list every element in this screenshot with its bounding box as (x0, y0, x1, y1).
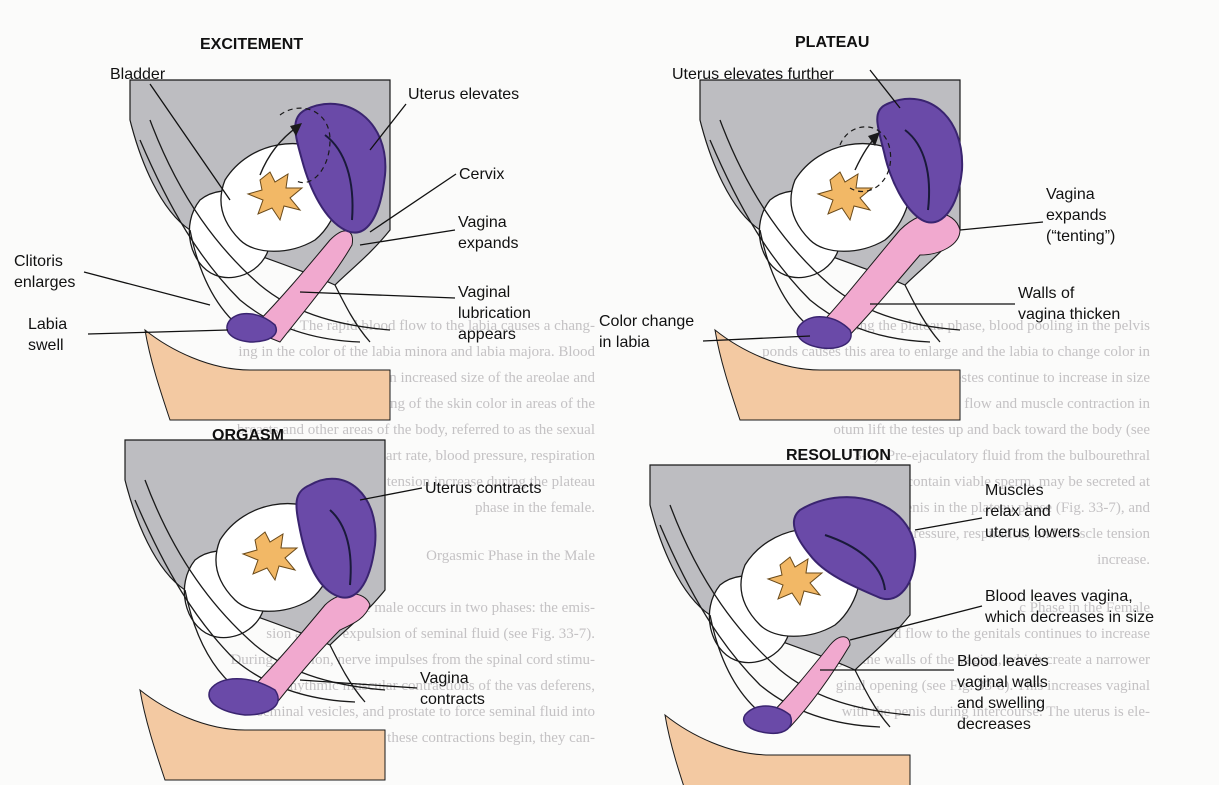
panel-excitement (130, 80, 390, 420)
background-text-line: 33-4). The rapid blood flow to the labia… (260, 318, 595, 334)
clitoris-label-1: Clitoris (14, 253, 63, 270)
clitoris-label-2: enlarges (14, 274, 75, 291)
blood-leaves-vagina-label-2: which decreases in size (984, 609, 1154, 626)
color-change-label-2: in labia (599, 334, 650, 351)
vagina-expands-label-1: Vagina (458, 214, 507, 231)
muscles-relax-label-1: Muscles (985, 482, 1044, 499)
resolution-title: RESOLUTION (786, 447, 891, 464)
background-text-line: breasts and other areas of the body, ref… (237, 422, 595, 438)
uterus-elevates-label: Uterus elevates (408, 86, 519, 103)
panel-orgasm (125, 440, 385, 780)
walls-thicken-label-2: vagina thicken (1018, 306, 1120, 323)
panel-resolution (650, 465, 915, 785)
cervix-label: Cervix (459, 166, 504, 183)
panel-plateau (700, 80, 962, 420)
plateau-vagina-label-2: expands (1046, 207, 1107, 224)
background-text-line: 3-7). Pre-ejaculatory fluid from the bul… (854, 448, 1150, 464)
vagina-contracts-label-2: contracts (420, 691, 485, 708)
uterus-contracts-label: Uterus contracts (425, 480, 541, 497)
blood-leaves-walls-label-3: and swelling (957, 695, 1045, 712)
blood-leaves-walls-label-2: vaginal walls (957, 674, 1048, 691)
walls-thicken-label-1: Walls of (1018, 285, 1075, 302)
labia-swell-label-2: swell (28, 337, 64, 354)
background-text-line: otum lift the testes up and back toward … (833, 422, 1150, 438)
plateau-title: PLATEAU (795, 34, 869, 51)
uterus-elevates-further-label: Uterus elevates further (672, 66, 835, 83)
excitement-title: EXCITEMENT (200, 36, 303, 53)
background-text-line: phase in the female. (475, 500, 595, 516)
background-text-line: increase. (1097, 552, 1150, 568)
background-text-line: Orgasmic Phase in the Male (426, 548, 595, 564)
background-text-line: ing in the color of the labia minora and… (238, 344, 595, 360)
vagina-expands-label-2: expands (458, 235, 519, 252)
blood-leaves-vagina-label-1: Blood leaves vagina, (985, 588, 1133, 605)
muscles-relax-label-3: uterus lowers (985, 524, 1080, 541)
plateau-vagina-label-3: (“tenting”) (1046, 228, 1115, 245)
blood-leaves-walls-label-4: decreases (957, 716, 1031, 733)
lubrication-label-3: appears (458, 326, 516, 343)
vagina-contracts-label-1: Vagina (420, 670, 469, 687)
color-change-label-1: Color change (599, 313, 694, 330)
plateau-vagina-label-1: Vagina (1046, 186, 1095, 203)
blood-leaves-walls-label-1: Blood leaves (957, 653, 1049, 670)
muscles-relax-label-2: relax and (985, 503, 1051, 520)
lubrication-label-2: lubrication (458, 305, 531, 322)
orgasm-title: ORGASM (212, 427, 284, 444)
bladder-label: Bladder (110, 66, 166, 83)
labia-swell-label-1: Labia (28, 316, 67, 333)
lubrication-label-1: Vaginal (458, 284, 510, 301)
